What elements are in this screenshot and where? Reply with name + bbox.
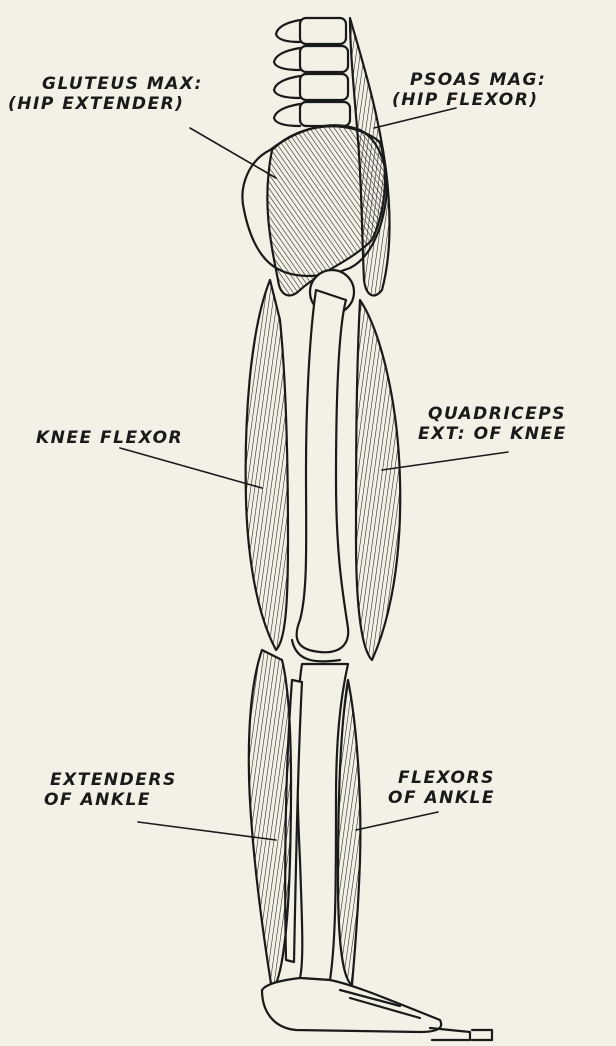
foot — [262, 978, 441, 1032]
quadriceps-label: QUADRICEPS EXT: OF KNEE — [418, 404, 567, 444]
quadriceps-muscle — [356, 300, 400, 660]
psoas-label-line2: (HIP FLEXOR) — [392, 90, 546, 110]
flexors-label-line1: FLEXORS — [388, 768, 495, 788]
flexors-ankle-label: FLEXORS OF ANKLE — [388, 768, 495, 808]
extenders-label-line1: EXTENDERS — [44, 770, 177, 790]
femur — [297, 290, 349, 652]
gluteus-max-label: GLUTEUS MAX: (HIP EXTENDER) — [30, 74, 203, 114]
extenders-ankle-label: EXTENDERS OF ANKLE — [44, 770, 177, 810]
knee-flexor-label-text: KNEE FLEXOR — [36, 428, 183, 448]
extenders-ankle-muscle — [249, 650, 291, 990]
extenders-label-line2: OF ANKLE — [44, 790, 177, 810]
gluteus-label-line1: GLUTEUS MAX: — [30, 74, 203, 94]
flexors-label-line2: OF ANKLE — [388, 788, 495, 808]
knee-flexor-label: KNEE FLEXOR — [36, 428, 183, 448]
flexors-ankle-muscle — [338, 680, 360, 985]
quadriceps-label-line1: QUADRICEPS — [418, 404, 567, 424]
psoas-mag-label: PSOAS MAG: (HIP FLEXOR) — [392, 70, 546, 110]
psoas-label-line1: PSOAS MAG: — [392, 70, 546, 90]
knee-flexor-muscle — [246, 280, 288, 650]
vertebrae — [274, 18, 350, 126]
quadriceps-label-line2: EXT: OF KNEE — [418, 424, 567, 444]
gluteus-label-line2: (HIP EXTENDER) — [8, 94, 203, 114]
